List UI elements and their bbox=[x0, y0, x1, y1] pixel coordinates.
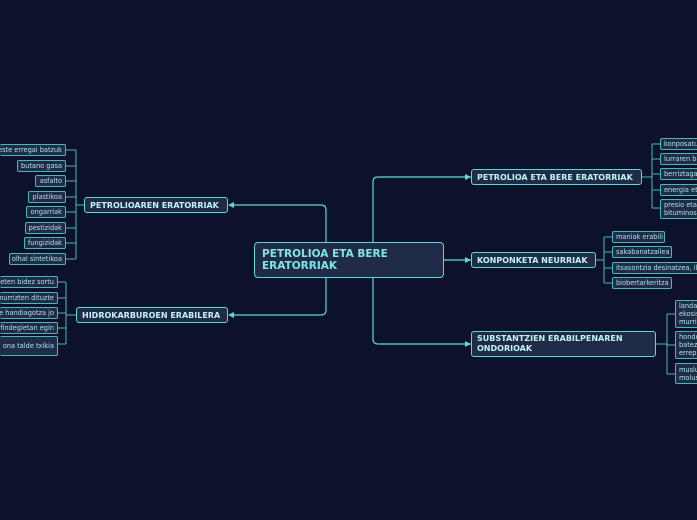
subtopic-label-line-1: hondo bbox=[679, 333, 697, 341]
link-root-hidrokarburoen bbox=[230, 278, 327, 316]
topic-label: KONPONKETA NEURRIAK bbox=[477, 255, 588, 265]
subtopic-konponketa-1[interactable]: maniak erabili bbox=[612, 231, 665, 243]
subtopic-petrolioa-3[interactable]: berriztaga bbox=[660, 168, 697, 180]
subtopic-label: energia eta bbox=[664, 186, 697, 194]
subtopic-hidrokarburoen-5[interactable]: ona talde txikia bbox=[0, 336, 58, 356]
subtopic-label: ona talde txikia bbox=[2, 342, 54, 350]
topic-label-line-1: SUBSTANTZIEN ERABILPENAREN bbox=[477, 334, 623, 343]
subtopic-konponketa-2[interactable]: sakabanatzailea bbox=[612, 246, 672, 258]
subtopic-label: murrizten dituzte bbox=[0, 294, 54, 302]
arrow-hidrokarburoen bbox=[228, 312, 234, 318]
subtopic-label: ongarriak bbox=[30, 208, 62, 216]
subtopic-label-line-1: presio eta bbox=[664, 201, 697, 209]
fan-hidrokarburoen bbox=[58, 281, 76, 345]
subtopic-label-line-2: bituminoso bbox=[664, 209, 697, 217]
link-root-substantzien bbox=[372, 278, 471, 345]
subtopic-label: fungizidak bbox=[27, 239, 62, 247]
subtopic-substantzien-3[interactable]: muslu molus bbox=[675, 363, 697, 384]
subtopic-hidrokarburoen-1[interactable]: eten bidez sortu bbox=[0, 276, 58, 288]
arrow-petrolioa bbox=[465, 174, 471, 180]
subtopic-hidrokarburoen-2[interactable]: murrizten dituzte bbox=[0, 292, 58, 304]
subtopic-petrolioa-4[interactable]: energia eta bbox=[660, 184, 697, 196]
subtopic-eratorriak-1[interactable]: beste erregai batzuk bbox=[0, 144, 66, 156]
root-node[interactable]: PETROLIOA ETA BERE ERATORRIAK bbox=[254, 242, 444, 278]
subtopic-label: eten bidez sortu bbox=[0, 278, 54, 286]
subtopic-label: maniak erabili bbox=[616, 233, 663, 241]
topic-petrolioaren-eratorriak[interactable]: PETROLIOAREN ERATORRIAK bbox=[84, 197, 228, 213]
subtopic-label: plastikoa bbox=[32, 193, 62, 201]
link-root-petrolioa bbox=[372, 176, 471, 242]
topic-label: HIDROKARBUROEN ERABILERA bbox=[82, 310, 221, 320]
subtopic-label: berriztaga bbox=[664, 170, 697, 178]
subtopic-label: olhal sintetikoa bbox=[11, 255, 62, 263]
subtopic-label: e handiagotza jo bbox=[0, 309, 54, 317]
fan-substantzien bbox=[656, 313, 675, 375]
arrow-substantzien bbox=[465, 341, 471, 347]
subtopic-label-line-2: batez bbox=[679, 341, 697, 349]
subtopic-label: beste erregai batzuk bbox=[0, 146, 62, 154]
subtopic-hidrokarburoen-4[interactable]: findegietan egin bbox=[0, 322, 58, 334]
subtopic-substantzien-1[interactable]: landa ekosis murriz bbox=[675, 300, 697, 328]
subtopic-label-line-2: molus bbox=[679, 373, 697, 382]
topic-hidrokarburoen-erabilera[interactable]: HIDROKARBUROEN ERABILERA bbox=[76, 307, 228, 323]
subtopic-label: findegietan egin bbox=[0, 324, 54, 332]
subtopic-petrolioa-1[interactable]: konposatu bbox=[660, 138, 697, 150]
subtopic-eratorriak-8[interactable]: olhal sintetikoa bbox=[9, 253, 66, 265]
topic-label: PETROLIOA ETA BERE ERATORRIAK bbox=[477, 172, 633, 182]
topic-konponketa-neurriak[interactable]: KONPONKETA NEURRIAK bbox=[471, 252, 596, 268]
fan-eratorriak bbox=[66, 149, 84, 260]
subtopic-eratorriak-4[interactable]: plastikoa bbox=[28, 191, 66, 203]
subtopic-label: butano gasa bbox=[20, 162, 62, 170]
subtopic-label: konposatu bbox=[664, 140, 697, 148]
subtopic-label-line-1: muslu bbox=[679, 365, 697, 374]
subtopic-eratorriak-6[interactable]: pestizidak bbox=[25, 222, 66, 234]
arrow-konponketa bbox=[465, 257, 471, 263]
topic-substantzien-erabilpenaren-ondorioak[interactable]: SUBSTANTZIEN ERABILPENAREN ONDORIOAK bbox=[471, 331, 656, 357]
topic-label-line-2: ONDORIOAK bbox=[477, 344, 533, 353]
subtopic-label: sakabanatzailea bbox=[616, 248, 670, 256]
subtopic-petrolioa-5[interactable]: presio eta bituminoso bbox=[660, 199, 697, 219]
subtopic-konponketa-3[interactable]: itsasontzia desinatzea, il bbox=[612, 262, 697, 274]
subtopic-label: pestizidak bbox=[28, 224, 62, 232]
subtopic-label: biobertarkeritza bbox=[616, 279, 669, 287]
subtopic-eratorriak-2[interactable]: butano gasa bbox=[17, 160, 66, 172]
fan-petrolioa bbox=[642, 143, 660, 209]
topic-label: PETROLIOAREN ERATORRIAK bbox=[90, 200, 219, 210]
subtopic-label-line-2: ekosis bbox=[679, 310, 697, 318]
subtopic-label-line-3: murriz bbox=[679, 318, 697, 326]
subtopic-hidrokarburoen-3[interactable]: e handiagotza jo bbox=[0, 307, 58, 319]
root-line-1: PETROLIOA ETA BERE bbox=[262, 248, 388, 260]
subtopic-label-line-1: landa bbox=[679, 302, 697, 310]
subtopic-label: asfalto bbox=[39, 177, 62, 185]
subtopic-petrolioa-2[interactable]: lurraren ba bbox=[660, 153, 697, 165]
fan-konponketa bbox=[596, 236, 612, 284]
subtopic-label-line-3: errepr bbox=[679, 349, 697, 357]
arrow-eratorriak bbox=[228, 202, 234, 208]
subtopic-label: lurraren ba bbox=[664, 155, 697, 163]
subtopic-eratorriak-7[interactable]: fungizidak bbox=[24, 237, 66, 249]
topic-petrolioa-eta-bere-eratorriak[interactable]: PETROLIOA ETA BERE ERATORRIAK bbox=[471, 169, 642, 185]
subtopic-konponketa-4[interactable]: biobertarkeritza bbox=[612, 277, 672, 289]
subtopic-label: itsasontzia desinatzea, il bbox=[616, 264, 697, 272]
root-line-2: ERATORRIAK bbox=[262, 260, 337, 272]
subtopic-eratorriak-3[interactable]: asfalto bbox=[35, 175, 66, 187]
subtopic-substantzien-2[interactable]: hondo batez errepr bbox=[675, 331, 697, 359]
subtopic-eratorriak-5[interactable]: ongarriak bbox=[26, 206, 66, 218]
link-root-eratorriak bbox=[230, 204, 327, 242]
